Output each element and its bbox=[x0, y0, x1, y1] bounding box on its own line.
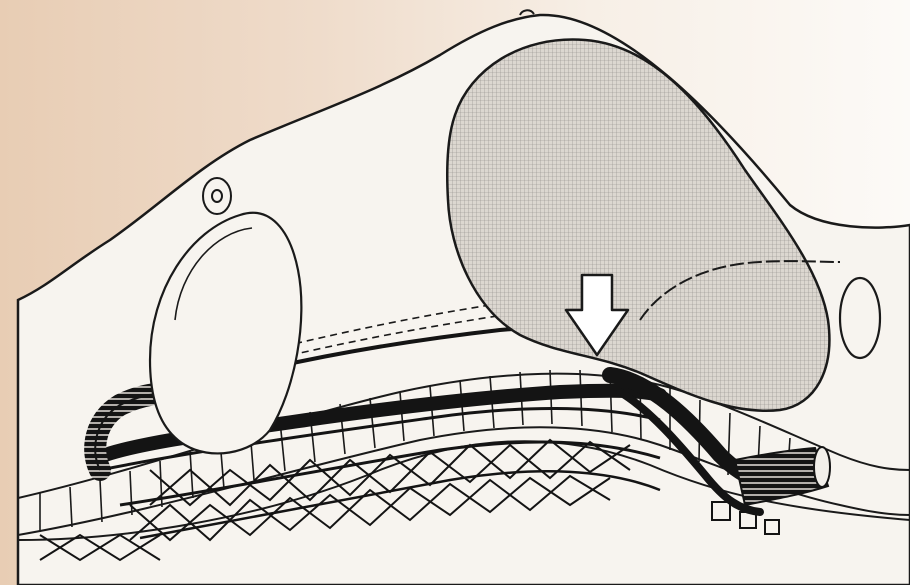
right-small-oval bbox=[840, 278, 880, 358]
